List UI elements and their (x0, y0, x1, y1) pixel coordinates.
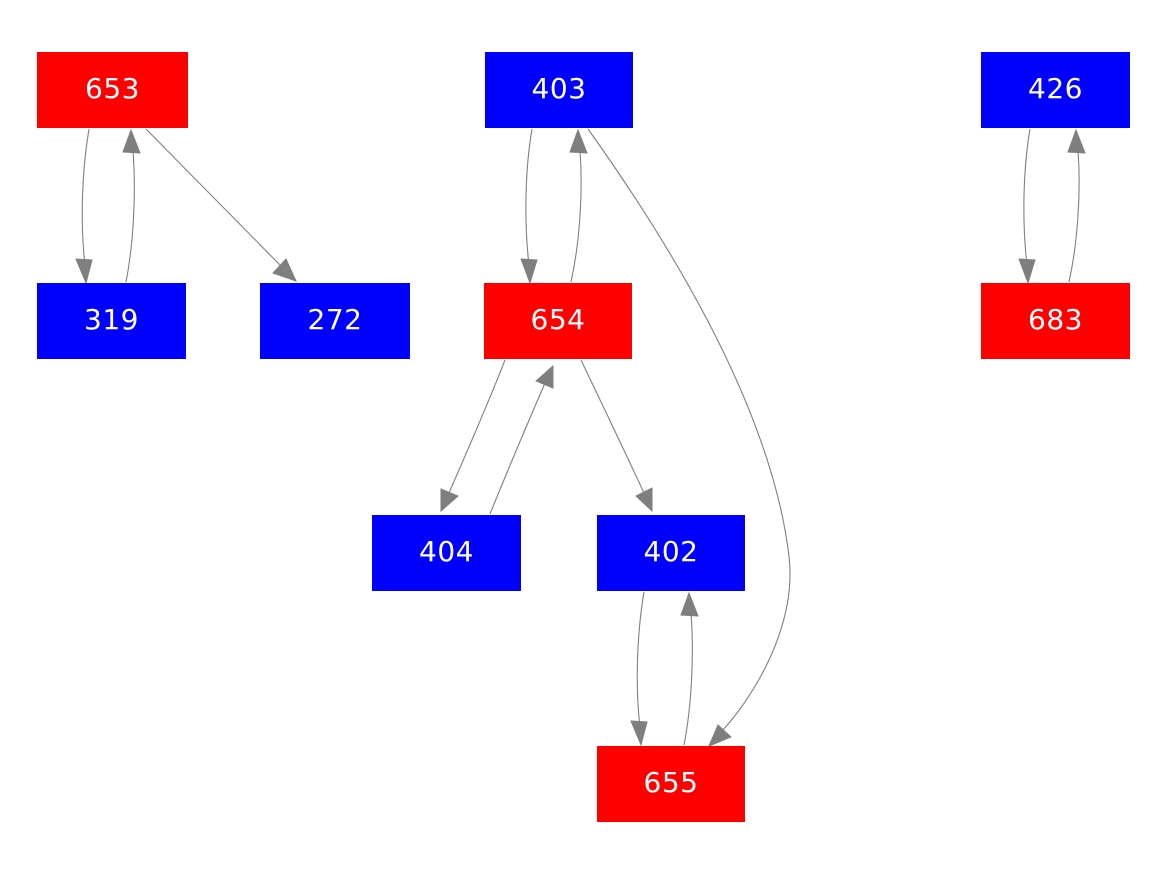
edge-line (489, 382, 546, 515)
arrowhead-icon (535, 364, 554, 389)
edge-403-to-655 (587, 128, 791, 747)
edge-654-to-402 (580, 359, 653, 513)
edge-403-to-654 (520, 128, 538, 285)
arrowhead-icon (680, 591, 699, 617)
edge-402-to-655 (630, 591, 648, 747)
edge-line (125, 150, 135, 283)
graph-node-402[interactable]: 402 (597, 515, 745, 591)
edge-line (1023, 128, 1031, 266)
edge-683-to-426 (1067, 128, 1086, 283)
graph-node-label: 404 (419, 535, 474, 568)
graph-node-label: 683 (1028, 303, 1083, 336)
graph-node-label: 426 (1028, 72, 1083, 105)
edge-line (683, 612, 693, 746)
edge-655-to-402 (680, 591, 699, 746)
arrowhead-icon (75, 258, 93, 285)
arrowhead-icon (520, 258, 538, 285)
edge-653-to-319 (75, 128, 93, 285)
edge-654-to-403 (569, 128, 588, 283)
graph-node-label: 403 (531, 72, 587, 105)
graph-node-654[interactable]: 654 (484, 283, 632, 359)
edge-426-to-683 (1018, 128, 1036, 285)
edge-404-to-654 (489, 364, 554, 515)
graph-node-label: 319 (84, 303, 139, 336)
edge-line (1068, 150, 1080, 283)
graph-node-label: 654 (530, 303, 586, 336)
graph-node-653[interactable]: 653 (37, 52, 188, 128)
graph-node-655[interactable]: 655 (597, 746, 745, 822)
edge-653-to-272 (145, 128, 297, 282)
edge-line (636, 591, 645, 728)
arrowhead-icon (635, 487, 653, 513)
arrowhead-icon (1067, 128, 1086, 154)
edge-line (145, 128, 282, 267)
graph-node-label: 402 (643, 535, 699, 568)
edge-319-to-653 (122, 128, 141, 283)
arrowhead-icon (122, 128, 141, 154)
edge-654-to-404 (440, 359, 506, 513)
graph-node-label: 655 (643, 766, 699, 799)
arrowhead-icon (708, 724, 732, 747)
graph-node-404[interactable]: 404 (372, 515, 521, 591)
graph-node-426[interactable]: 426 (981, 52, 1130, 128)
edge-line (525, 128, 533, 266)
edge-line (448, 359, 506, 494)
graph-node-403[interactable]: 403 (485, 52, 633, 128)
arrowhead-icon (272, 258, 297, 282)
arrowhead-icon (630, 720, 648, 747)
graph-node-272[interactable]: 272 (260, 283, 410, 359)
graph-node-label: 653 (85, 72, 140, 105)
edge-line (570, 150, 582, 283)
graph-node-319[interactable]: 319 (37, 283, 186, 359)
arrowhead-icon (569, 128, 588, 154)
arrowhead-icon (440, 488, 459, 513)
edge-line (587, 128, 791, 732)
edge-line (580, 359, 645, 494)
edge-line (81, 128, 90, 266)
graph-node-683[interactable]: 683 (981, 283, 1130, 359)
arrowhead-icon (1018, 258, 1036, 285)
graph-node-label: 272 (307, 303, 363, 336)
